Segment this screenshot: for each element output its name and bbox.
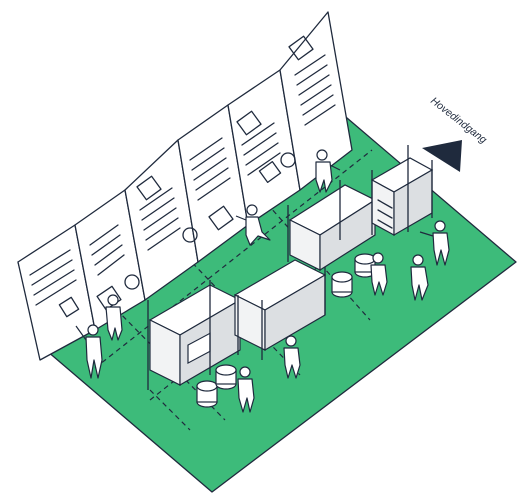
- entrance-label: Hovedindgang: [428, 95, 489, 146]
